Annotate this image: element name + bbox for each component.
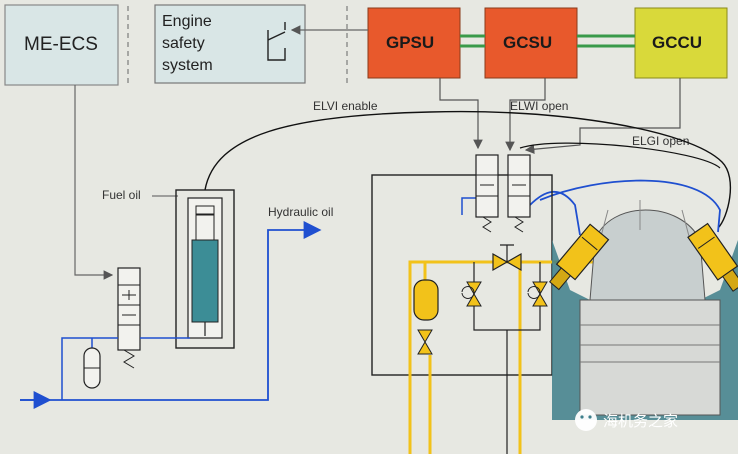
fuel-oil-label: Fuel oil [102, 188, 141, 202]
gas-injector-left [548, 223, 610, 291]
safety-switch-icon [267, 22, 286, 61]
elgi-open-line [524, 78, 681, 155]
me-ecs-box: ME-ECS [4, 4, 119, 86]
elwi-open-line [505, 78, 546, 152]
gccu-label: GCCU [652, 33, 702, 52]
engine-safety-system-box: Engine safety system [154, 4, 306, 84]
engine-safety-line-1: Engine [162, 13, 212, 30]
gccu-box [634, 7, 728, 79]
gcsu-box [484, 7, 578, 79]
control-cable-branch [519, 142, 721, 169]
gpsu-box [367, 7, 461, 79]
purge-valves [461, 262, 548, 454]
hydraulic-branch-left [61, 337, 118, 400]
small-accumulator-left [83, 338, 101, 389]
gas-accumulator [413, 279, 439, 321]
wechat-icon [575, 409, 597, 431]
gpsu-label: GPSU [386, 33, 434, 52]
fuel-booster-block [175, 189, 235, 349]
elvi-enable-line [439, 78, 483, 150]
elgi-valve [507, 154, 531, 233]
gas-line-main [408, 260, 600, 454]
fuel-accumulator [191, 239, 219, 323]
gcsu-label: GCSU [503, 33, 552, 52]
control-network-links [460, 34, 635, 48]
fuel-control-valve [117, 267, 141, 369]
hydraulic-to-gas-valves [461, 197, 478, 215]
engine-cylinder [552, 200, 738, 420]
hydraulic-to-injector-left [529, 190, 581, 236]
engine-safety-line-2: safety [162, 35, 205, 52]
me-ecs-signal-line [74, 85, 114, 280]
engine-safety-line-3: system [162, 57, 213, 74]
watermark: 海机务之家 [575, 409, 678, 431]
hydraulic-to-injector-right [539, 179, 721, 233]
me-ecs-label: ME-ECS [24, 34, 98, 55]
hydraulic-main-line [20, 221, 322, 401]
hydraulic-oil-label: Hydraulic oil [268, 205, 333, 219]
control-cable-curve [204, 110, 731, 229]
elwi-valve [475, 154, 499, 233]
gas-check-valve-left [417, 329, 433, 355]
elgi-open-label: ELGI open [632, 134, 689, 148]
watermark-text: 海机务之家 [603, 412, 678, 430]
elvi-enable-label: ELVI enable [313, 99, 378, 113]
elwi-open-label: ELWI open [510, 99, 568, 113]
